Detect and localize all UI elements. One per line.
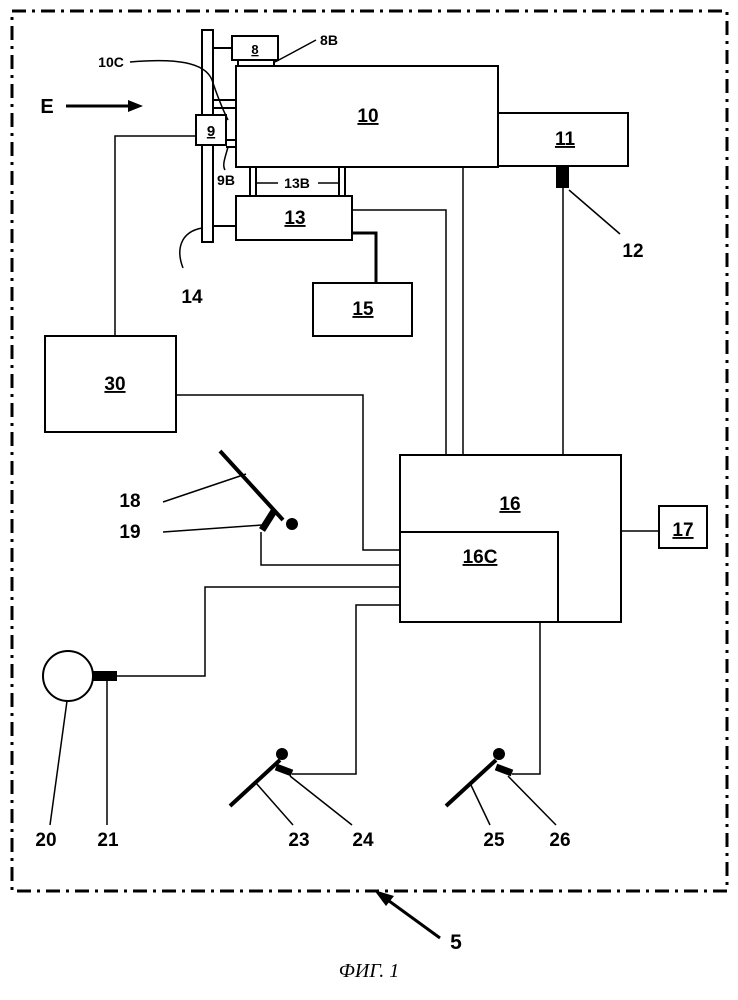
gauge-20 bbox=[43, 651, 93, 701]
label-25: 25 bbox=[483, 830, 505, 851]
label-19: 19 bbox=[119, 522, 140, 543]
sensor-12 bbox=[556, 166, 569, 188]
sensor-24 bbox=[276, 767, 292, 773]
pedal-25 bbox=[446, 760, 496, 806]
label-24: 24 bbox=[352, 830, 374, 851]
label-e: E bbox=[40, 96, 53, 118]
label-10: 10 bbox=[357, 106, 378, 127]
label-9: 9 bbox=[207, 123, 215, 140]
pedal-18 bbox=[220, 451, 283, 520]
label-23: 23 bbox=[288, 830, 309, 851]
label-21: 21 bbox=[97, 830, 119, 851]
block-16 bbox=[400, 455, 621, 622]
label-18: 18 bbox=[119, 491, 140, 512]
sensor-26 bbox=[496, 767, 512, 773]
label-16c: 16C bbox=[463, 547, 498, 568]
label-8b: 8B bbox=[320, 32, 338, 48]
label-14: 14 bbox=[181, 287, 203, 308]
label-30: 30 bbox=[104, 374, 125, 395]
label-8: 8 bbox=[251, 42, 258, 57]
label-13b: 13B bbox=[284, 175, 310, 191]
label-17: 17 bbox=[672, 520, 693, 541]
figure-caption: ФИГ. 1 bbox=[0, 960, 738, 983]
label-11: 11 bbox=[555, 129, 576, 150]
label-15: 15 bbox=[352, 299, 374, 320]
label-26: 26 bbox=[549, 830, 570, 851]
sensor-21 bbox=[93, 671, 117, 681]
label-9b: 9B bbox=[217, 172, 235, 188]
label-5: 5 bbox=[450, 931, 462, 954]
sensor-19 bbox=[262, 511, 274, 530]
label-10c: 10C bbox=[98, 54, 124, 70]
label-12: 12 bbox=[622, 241, 643, 262]
label-13: 13 bbox=[284, 208, 305, 229]
label-20: 20 bbox=[35, 830, 56, 851]
pedal-23 bbox=[230, 760, 280, 806]
label-16: 16 bbox=[499, 494, 520, 515]
